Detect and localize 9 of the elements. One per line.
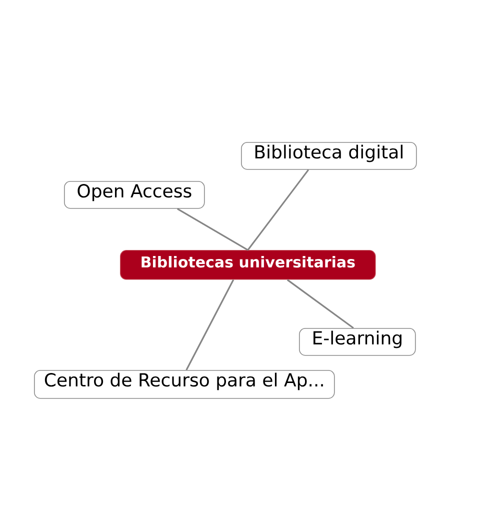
connector-line (247, 169, 310, 250)
connector-line (286, 279, 354, 329)
topic-box: Open Access (64, 181, 205, 209)
topic-box: E-learning (299, 328, 416, 356)
connector-line (186, 279, 234, 370)
topic-box: Biblioteca digital (241, 142, 417, 170)
central-topic-box: Bibliotecas universitarias (120, 250, 376, 280)
topic-box: Centro de Recurso para el Ap... (34, 370, 335, 399)
connector-line (177, 208, 248, 251)
